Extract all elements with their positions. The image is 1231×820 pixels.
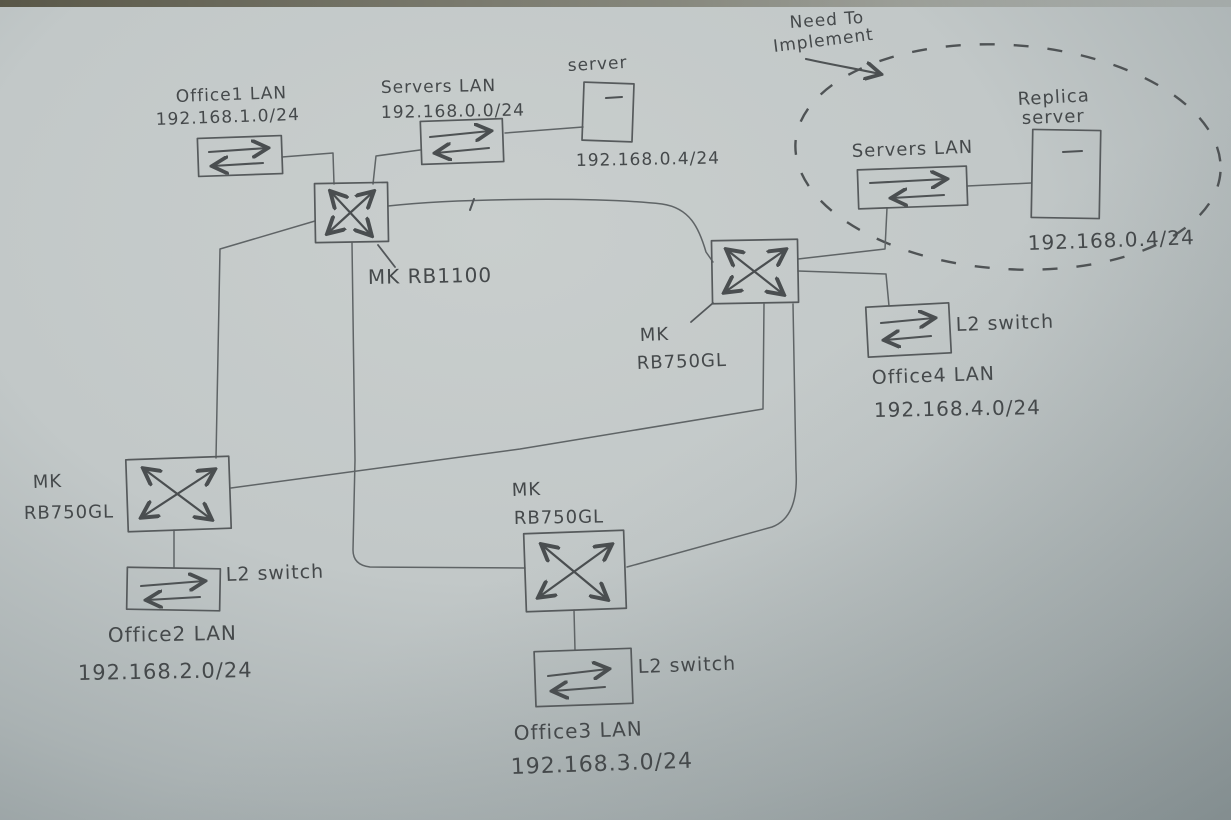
office3-l2-switch: L2 switch Office3 LAN 192.168.3.0/24 [510,647,736,780]
replica-lan-switch-box [856,165,969,210]
office3-switch-label: L2 switch [637,653,736,678]
router-brand: MK [511,479,541,501]
office4-lan-title: Office4 LAN [871,363,995,389]
router-box [710,238,800,305]
link-right-router-to-replica-lan [797,207,888,260]
server-title: server [567,53,628,76]
link-rb1100-to-left-router [215,220,316,459]
office3-lan-title: Office3 LAN [513,717,643,745]
router-brand: MK [639,324,669,346]
router-model: RB750GL [24,501,115,524]
replica-server-title-line1: Replica [1017,85,1090,110]
replica-section: Need To Implement Servers LAN Replica se… [772,8,1195,255]
switch-box [125,566,222,612]
router-box [313,181,390,244]
link-right-router-to-bottom-router [626,303,798,568]
office4-switch-label: L2 switch [955,311,1054,336]
office1-lan-title: Office1 LAN [175,83,287,107]
replica-lan-title: Servers LAN [851,137,973,162]
link-bottom-router-to-office3-switch [573,609,576,651]
label-leader-line [377,244,396,268]
switch-arrows-icon [207,148,267,166]
switch-arrows-icon [868,179,946,198]
link-right-router-to-office4-switch [797,270,890,307]
router-model: RB750GL [514,506,605,529]
server-box [581,81,635,143]
replica-server-ip: 192.168.0.4/24 [1027,225,1195,255]
router-crossed-arrows-icon [142,469,214,519]
switch-box [196,134,284,178]
stray-tick-mark [469,198,475,211]
switch-arrows-icon [546,669,608,691]
replica-server-box [1030,128,1102,220]
router-rb1100: MK RB1100 [313,181,493,289]
router-box [522,529,628,613]
server-panel-dash-icon [604,95,624,100]
server-node: server 192.168.0.4/24 [567,53,720,171]
router-rb750gl-bottom: MK RB750GL [511,479,628,613]
link-office1-to-rb1100 [281,152,335,185]
office2-lan-title: Office2 LAN [108,621,237,647]
link-replica-lan-to-replica-server [966,182,1032,187]
router-model: RB750GL [636,350,727,374]
switch-arrows-icon [879,318,934,340]
router-rb750gl-right: MK RB750GL [636,238,800,374]
router-brand: MK [32,471,62,493]
server-ip: 192.168.0.4/24 [576,148,720,171]
office2-l2-switch: L2 switch Office2 LAN 192.168.2.0/24 [78,561,325,685]
router-box [124,455,233,533]
link-serverslan-to-rb1100 [372,149,421,185]
switch-box [533,647,634,708]
router-crossed-arrows-icon [725,250,785,294]
switch-arrows-icon [428,131,490,153]
office2-switch-label: L2 switch [225,561,324,586]
link-rb1100-to-right-router [387,198,714,263]
link-serverslan-to-server [504,126,584,134]
switch-box [419,117,505,166]
router-rb1100-label: MK RB1100 [368,263,493,289]
links [173,126,1032,651]
link-left-router-to-right-router [230,303,765,489]
switch-box [864,301,953,358]
table-edge-shadow [0,0,1231,7]
server-panel-dash-icon [1061,149,1084,154]
office4-lan-cidr: 192.168.4.0/24 [874,395,1041,422]
switch-arrows-icon [139,581,204,600]
router-crossed-arrows-icon [539,545,611,599]
link-rb1100-to-bottom-router [351,242,526,569]
router-rb750gl-left: MK RB750GL [24,455,233,533]
servers-lan-switch: Servers LAN 192.168.0.0/24 [381,76,525,166]
servers-lan-title: Servers LAN [381,76,497,98]
replica-server-title-line2: server [1021,106,1085,129]
office4-l2-switch: L2 switch Office4 LAN 192.168.4.0/24 [864,301,1054,422]
servers-lan-cidr: 192.168.0.0/24 [381,100,525,123]
label-leader-line [690,302,714,323]
office2-lan-cidr: 192.168.2.0/24 [78,658,253,685]
router-crossed-arrows-icon [328,192,373,235]
note-arrow-icon [804,57,880,74]
